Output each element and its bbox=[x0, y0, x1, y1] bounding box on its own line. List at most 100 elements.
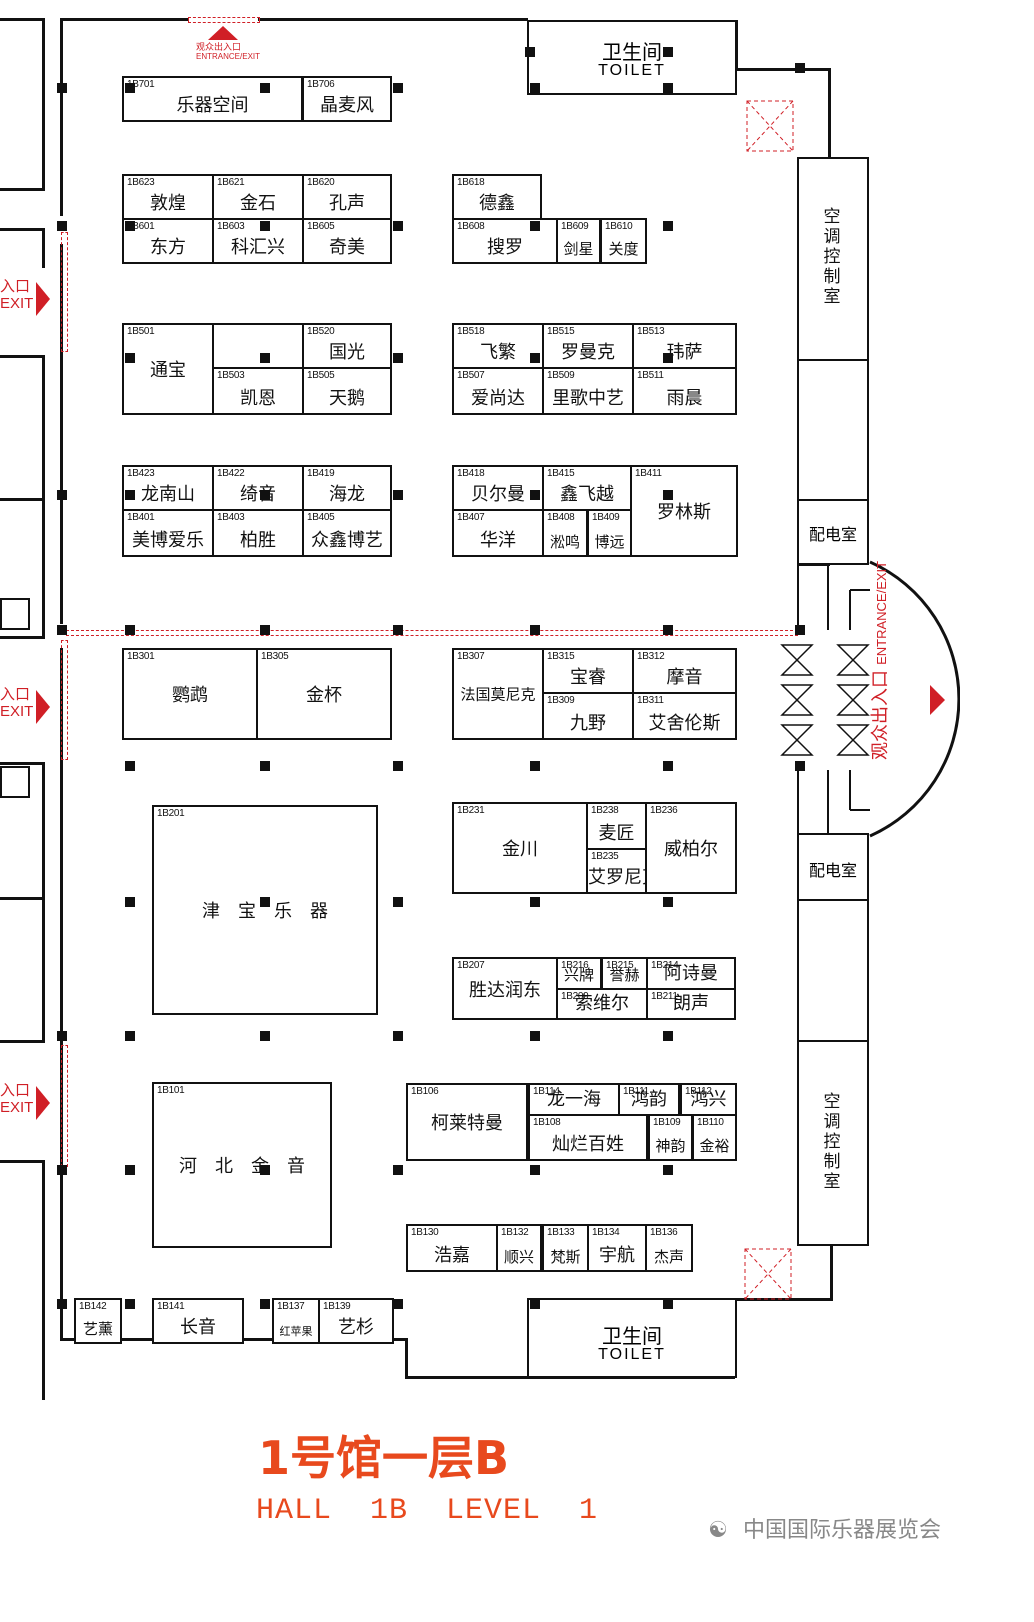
pillar bbox=[393, 761, 403, 771]
booth-name: 众鑫博艺 bbox=[311, 530, 383, 551]
booth-name: 柯莱特曼 bbox=[431, 1113, 503, 1134]
booth-id: 1B608 bbox=[457, 221, 485, 232]
top-entrance-label-cn: 观众出入口 bbox=[196, 43, 242, 53]
booth-1b307[interactable]: 1B307 法国莫尼克 bbox=[452, 648, 544, 740]
booth-id: 1B216 bbox=[561, 960, 589, 971]
booth-name: 法国莫尼克 bbox=[460, 685, 536, 704]
left-exit-3[interactable]: 入口 EXIT bbox=[0, 1082, 34, 1116]
booth-id: 1B307 bbox=[457, 651, 485, 662]
booth-id: 1B109 bbox=[653, 1117, 681, 1128]
left-exit-1[interactable]: 入口 EXIT bbox=[0, 278, 34, 312]
booth-id: 1B501 bbox=[127, 326, 155, 337]
booth-name: 敦煌 bbox=[150, 193, 186, 214]
booth-name: 灿烂百姓 bbox=[552, 1134, 624, 1155]
booth-name: 浩嘉 bbox=[434, 1245, 470, 1266]
right-entrance-label[interactable]: 观众出入口 ENTRANCE/EXIT bbox=[866, 561, 892, 760]
booth-name: 金裕 bbox=[699, 1137, 730, 1155]
booth-unlabeled[interactable] bbox=[212, 323, 304, 369]
pillar bbox=[663, 490, 673, 500]
booth-id: 1B419 bbox=[307, 468, 335, 479]
top-entrance-doorway[interactable] bbox=[188, 17, 260, 23]
pillar bbox=[393, 1031, 403, 1041]
booth-id: 1B423 bbox=[127, 468, 155, 479]
booth-id: 1B114 bbox=[533, 1086, 560, 1097]
booth-id: 1B505 bbox=[307, 370, 335, 381]
pillar bbox=[530, 897, 540, 907]
booth-name: 宇航 bbox=[599, 1245, 635, 1266]
booth-id: 1B311 bbox=[637, 695, 664, 706]
hatch-top-right bbox=[746, 100, 794, 152]
booth-name: 绮音 bbox=[240, 484, 276, 505]
booth-name: 华洋 bbox=[480, 530, 516, 551]
left-exit-2[interactable]: 入口 EXIT bbox=[0, 686, 34, 720]
